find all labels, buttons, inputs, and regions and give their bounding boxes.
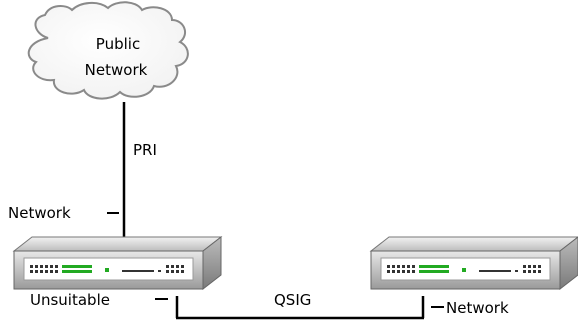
cloud-shape [27,1,189,100]
device-status-leds [419,265,466,273]
device-top-face [369,236,578,252]
device-slot [122,270,154,272]
right-device-bottom-label: Network [446,299,509,317]
cloud-label-line2: Network [85,61,148,79]
device-top-face [12,236,223,252]
device-ports-left [30,265,58,273]
public-network-cloud: Public Network [27,1,189,100]
qsig-link-label: QSIG [274,291,311,309]
device-status-leds [62,265,109,273]
left-router-device [12,235,223,291]
device-ports-right [166,265,184,273]
pri-link-label: PRI [133,141,157,159]
left-device-top-label: Network [8,204,71,222]
device-slot [479,270,511,272]
device-ports-right [523,265,541,273]
device-dot [158,270,161,272]
cloud-label-line1: Public [96,35,140,53]
right-router-device [369,236,578,291]
left-device-bottom-label: Unsuitable [30,291,110,309]
device-ports-left [387,265,415,273]
device-dot [515,270,518,272]
